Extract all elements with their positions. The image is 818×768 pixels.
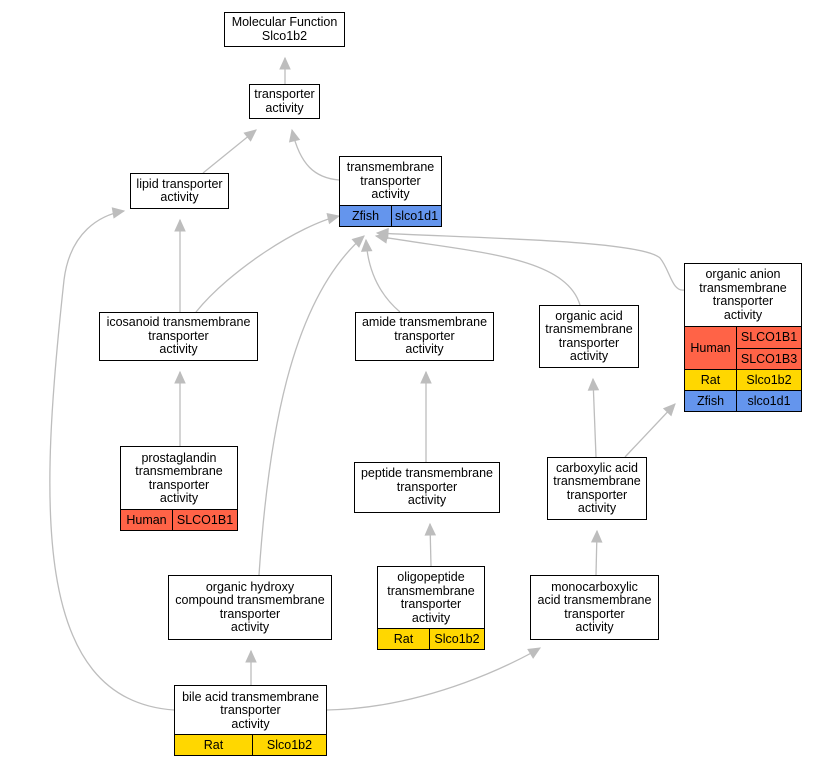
edge-oanion-to-tmta — [376, 232, 685, 291]
go-term-label: carboxylic acid transmembrane transporte… — [553, 460, 641, 515]
arrowhead-amide-to-tmta — [360, 238, 373, 252]
gene-cell[interactable]: SLCO1B3 — [737, 347, 801, 369]
go-term-label: organic acid transmembrane transporter a… — [545, 308, 633, 363]
arrowhead-prosta-to-ico — [174, 370, 186, 384]
species-cell: Human — [121, 510, 172, 530]
go-term-node-oacid[interactable]: organic acid transmembrane transporter a… — [539, 305, 639, 368]
edge-ico-to-tmta — [195, 215, 340, 313]
go-term-node-bile[interactable]: bile acid transmembrane transporter acti… — [174, 685, 327, 756]
gene-cell-group: Slco1b2 — [252, 735, 326, 755]
arrowhead-peptide-to-amide — [420, 370, 432, 384]
go-term-label: transmembrane transporter activity — [346, 160, 435, 202]
edge-carbox-to-oanion — [624, 403, 676, 458]
gene-cell-group: Slco1b2 — [736, 370, 801, 390]
arrowhead-oligo-to-peptide — [424, 522, 437, 536]
go-term-label: prostaglandin transmembrane transporter … — [135, 450, 223, 505]
go-term-label: organic hydroxy compound transmembrane t… — [175, 579, 325, 634]
go-term-label: oligopeptide transmembrane transporter a… — [387, 570, 475, 625]
gene-cell[interactable]: SLCO1B1 — [737, 327, 801, 348]
arrowhead-ico-to-lta — [174, 218, 186, 232]
go-term-label: lipid transporter activity — [136, 176, 223, 204]
edge-bile-to-lta — [49, 210, 175, 711]
go-term-node-lta[interactable]: lipid transporter activity — [130, 173, 229, 209]
go-term-node-carbox[interactable]: carboxylic acid transmembrane transporte… — [547, 457, 647, 520]
arrowhead-lta-to-ta — [243, 129, 257, 142]
go-term-label: amide transmembrane transporter activity — [361, 315, 488, 357]
go-term-node-oligo[interactable]: oligopeptide transmembrane transporter a… — [377, 566, 485, 650]
go-term-label: Molecular Function Slco1b2 — [231, 15, 338, 43]
arrowhead-oanion-to-tmta — [375, 227, 389, 240]
go-term-node-ohydroxy[interactable]: organic hydroxy compound transmembrane t… — [168, 575, 332, 640]
go-term-node-amide[interactable]: amide transmembrane transporter activity — [355, 312, 494, 361]
edge-tmta-to-ta — [291, 129, 340, 181]
go-term-label: organic anion transmembrane transporter … — [699, 267, 787, 322]
go-term-label: monocarboxylic acid transmembrane transp… — [537, 579, 652, 634]
gene-cell-group: Slco1b2 — [429, 629, 484, 649]
arrowhead-bile-to-monocarb — [527, 647, 542, 659]
species-cell: Zfish — [340, 206, 391, 226]
go-term-node-peptide[interactable]: peptide transmembrane transporter activi… — [354, 462, 500, 513]
edge-ohydroxy-to-tmta — [258, 235, 365, 576]
go-term-node-ico[interactable]: icosanoid transmembrane transporter acti… — [99, 312, 258, 361]
arrowhead-carbox-to-oanion — [662, 403, 676, 417]
arrowhead-tmta-to-ta — [288, 128, 301, 143]
go-term-node-mf[interactable]: Molecular Function Slco1b2 — [224, 12, 345, 47]
gene-cell[interactable]: SLCO1B1 — [173, 510, 237, 530]
gene-cell-group: slco1d1 — [391, 206, 441, 226]
go-term-node-ta[interactable]: transporter activity — [249, 84, 320, 119]
go-term-node-monocarb[interactable]: monocarboxylic acid transmembrane transp… — [530, 575, 659, 640]
edge-oacid-to-tmta — [375, 235, 581, 306]
go-term-label: bile acid transmembrane transporter acti… — [182, 689, 319, 731]
go-term-node-prosta[interactable]: prostaglandin transmembrane transporter … — [120, 446, 238, 531]
arrowhead-ico-to-tmta — [326, 212, 341, 225]
gene-cell-group: slco1d1 — [736, 391, 801, 411]
go-term-node-oanion[interactable]: organic anion transmembrane transporter … — [684, 263, 802, 412]
arrowhead-bile-to-lta — [111, 207, 126, 219]
gene-cell[interactable]: Slco1b2 — [430, 629, 484, 649]
gene-cell[interactable]: Slco1b2 — [253, 735, 326, 755]
gene-cell[interactable]: slco1d1 — [392, 206, 441, 226]
species-cell: Human — [685, 327, 736, 369]
go-term-label: peptide transmembrane transporter activi… — [360, 466, 494, 508]
arrowhead-ta-to-mf — [279, 56, 291, 70]
go-term-label: icosanoid transmembrane transporter acti… — [106, 315, 251, 357]
arrowhead-bile-to-ohydroxy — [245, 649, 257, 663]
edge-carbox-to-oacid — [592, 378, 597, 458]
edge-bile-to-monocarb — [326, 647, 541, 711]
arrowhead-monocarb-to-carbox — [590, 529, 603, 543]
species-cell: Rat — [378, 629, 429, 649]
gene-cell[interactable]: slco1d1 — [737, 391, 801, 411]
gene-cell-group: SLCO1B1 — [172, 510, 237, 530]
gene-cell[interactable]: Slco1b2 — [737, 370, 801, 390]
arrowhead-carbox-to-oacid — [587, 377, 600, 391]
species-cell: Zfish — [685, 391, 736, 411]
species-cell: Rat — [175, 735, 252, 755]
arrowhead-ohydroxy-to-tmta — [351, 235, 365, 248]
species-cell: Rat — [685, 370, 736, 390]
edges-layer — [49, 56, 685, 711]
go-term-label: transporter activity — [254, 87, 315, 115]
